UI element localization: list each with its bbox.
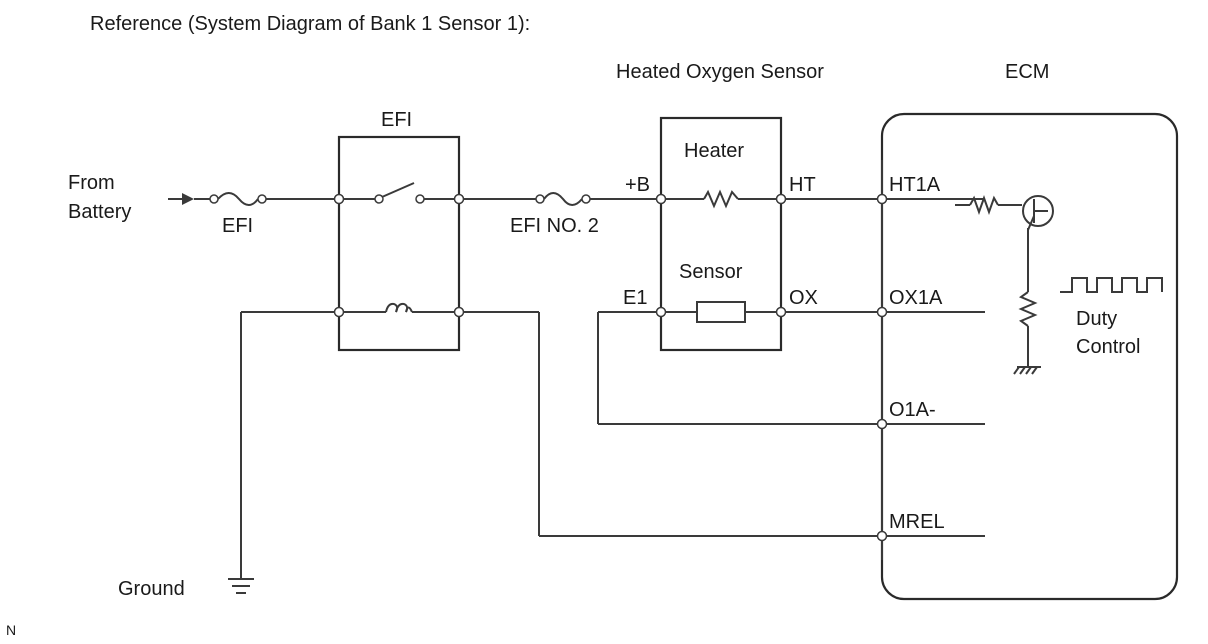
duty-line-2: Control bbox=[1076, 336, 1140, 358]
corner-mark: N bbox=[6, 622, 16, 638]
from-battery-label: From Battery bbox=[68, 172, 131, 223]
ecm-pin-ox1a: OX1A bbox=[889, 287, 943, 309]
relay-coil-icon bbox=[385, 302, 413, 313]
battery-arrow-icon bbox=[168, 193, 194, 205]
ecm-resistor-icon bbox=[955, 195, 1022, 215]
diagram-title: Reference (System Diagram of Bank 1 Sens… bbox=[90, 13, 530, 35]
efi-relay-label: EFI bbox=[381, 109, 412, 131]
sensor-node-e1 bbox=[655, 306, 667, 318]
efi-fuse-icon bbox=[209, 192, 267, 206]
relay-node-bottom-left bbox=[333, 306, 345, 318]
sensor-label: Sensor bbox=[679, 261, 743, 283]
from-battery-line-2: Battery bbox=[68, 201, 131, 223]
ecm-node-o1a bbox=[876, 418, 888, 430]
ecm-pin-mrel: MREL bbox=[889, 511, 945, 533]
ground-icon bbox=[228, 578, 254, 594]
chassis-ground-icon bbox=[1013, 366, 1041, 375]
efi-no2-fuse-icon bbox=[535, 192, 591, 206]
pin-ht-label: HT bbox=[789, 174, 816, 196]
ecm-title: ECM bbox=[1005, 61, 1049, 83]
ecm-pin-o1a: O1A- bbox=[889, 399, 936, 421]
ecm-pin-ht1a: HT1A bbox=[889, 174, 941, 196]
pin-ox-label: OX bbox=[789, 287, 818, 309]
ecm-node-ox1a bbox=[876, 306, 888, 318]
efi-fuse-label: EFI bbox=[222, 215, 253, 237]
sensor-node-ox bbox=[775, 306, 787, 318]
heater-resistor-icon bbox=[703, 189, 739, 209]
relay-node-bottom-right bbox=[453, 306, 465, 318]
efi-no2-fuse-label: EFI NO. 2 bbox=[510, 215, 599, 237]
sensor-title: Heated Oxygen Sensor bbox=[616, 61, 824, 83]
duty-line-1: Duty bbox=[1076, 308, 1117, 330]
from-battery-line-1: From bbox=[68, 172, 115, 194]
oxygen-sensor-box bbox=[659, 116, 783, 352]
relay-switch-icon bbox=[374, 182, 425, 204]
ecm-pulldown-resistor-icon bbox=[1018, 291, 1038, 327]
ecm-node-ht1a bbox=[876, 193, 888, 205]
relay-node-top-right bbox=[453, 193, 465, 205]
duty-control-label: Duty Control bbox=[1076, 308, 1140, 358]
sensor-node-ht bbox=[775, 193, 787, 205]
duty-pulse-icon bbox=[1060, 277, 1163, 293]
o1a-wire bbox=[597, 312, 985, 425]
relay-node-top-left bbox=[333, 193, 345, 205]
sensor-node-plus-b bbox=[655, 193, 667, 205]
heater-label: Heater bbox=[684, 140, 744, 162]
pin-e1-label: E1 bbox=[623, 287, 647, 309]
sensor-element-icon bbox=[696, 301, 746, 323]
transistor-icon bbox=[1022, 195, 1054, 231]
efi-relay-box bbox=[337, 135, 461, 352]
ground-label: Ground bbox=[118, 578, 185, 600]
ecm-node-mrel bbox=[876, 530, 888, 542]
mrel-wire bbox=[538, 312, 985, 537]
pin-plus-b-label: +B bbox=[625, 174, 650, 196]
